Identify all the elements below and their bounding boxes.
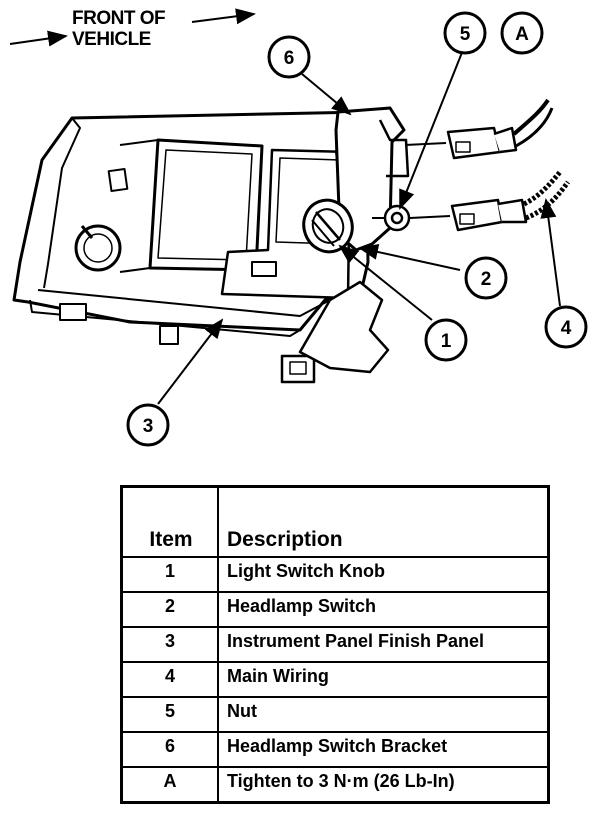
table-row: 1 Light Switch Knob xyxy=(120,556,550,593)
item-cell: 3 xyxy=(120,626,219,663)
upper-connector xyxy=(446,98,554,160)
callout-4: 4 xyxy=(544,305,588,349)
front-of-vehicle-label: FRONT OF VEHICLE xyxy=(72,8,166,50)
item-cell: A xyxy=(120,766,219,804)
svg-text:5: 5 xyxy=(460,24,471,45)
callout-3: 3 xyxy=(126,403,170,447)
svg-text:4: 4 xyxy=(561,318,572,339)
table-row: 5 Nut xyxy=(120,696,550,733)
svg-text:A: A xyxy=(515,24,529,45)
front-label-line1: FRONT OF xyxy=(72,8,166,29)
description-cell: Headlamp Switch xyxy=(217,591,550,628)
svg-text:1: 1 xyxy=(441,331,452,352)
light-switch-knob xyxy=(302,198,354,254)
legend-description-header: Description xyxy=(217,485,550,558)
table-row: A Tighten to 3 N·m (26 Lb-In) xyxy=(120,766,550,804)
item-cell: 6 xyxy=(120,731,219,768)
description-cell: Headlamp Switch Bracket xyxy=(217,731,550,768)
item-cell: 2 xyxy=(120,591,219,628)
table-row: 3 Instrument Panel Finish Panel xyxy=(120,626,550,663)
item-cell: 5 xyxy=(120,696,219,733)
description-cell: Light Switch Knob xyxy=(217,556,550,593)
table-row: 2 Headlamp Switch xyxy=(120,591,550,628)
front-direction-arrows xyxy=(9,8,256,47)
callout-5: 5 xyxy=(443,11,487,55)
legend-item-header: Item xyxy=(120,485,219,558)
description-cell: Main Wiring xyxy=(217,661,550,698)
description-cell: Tighten to 3 N·m (26 Lb-In) xyxy=(217,766,550,804)
callout-1: 1 xyxy=(424,318,468,362)
description-cell: Nut xyxy=(217,696,550,733)
callout-2: 2 xyxy=(464,256,508,300)
front-label-line2: VEHICLE xyxy=(72,29,151,50)
leader-lines xyxy=(157,49,561,405)
svg-text:3: 3 xyxy=(143,416,154,437)
svg-text:2: 2 xyxy=(481,269,492,290)
callout-6: 6 xyxy=(267,35,311,79)
item-cell: 1 xyxy=(120,556,219,593)
exploded-view-diagram: 6 5 A 2 1 4 3 xyxy=(9,8,588,447)
main-wiring-connector xyxy=(450,170,571,232)
description-cell: Instrument Panel Finish Panel xyxy=(217,626,550,663)
parts-legend-table: Item Description 1 Light Switch Knob 2 H… xyxy=(120,485,550,804)
item-cell: 4 xyxy=(120,661,219,698)
svg-text:6: 6 xyxy=(284,48,295,69)
legend-header-row: Item Description xyxy=(120,485,550,558)
table-row: 6 Headlamp Switch Bracket xyxy=(120,731,550,768)
table-row: 4 Main Wiring xyxy=(120,661,550,698)
callout-A: A xyxy=(500,11,544,55)
nut-part xyxy=(383,204,411,232)
